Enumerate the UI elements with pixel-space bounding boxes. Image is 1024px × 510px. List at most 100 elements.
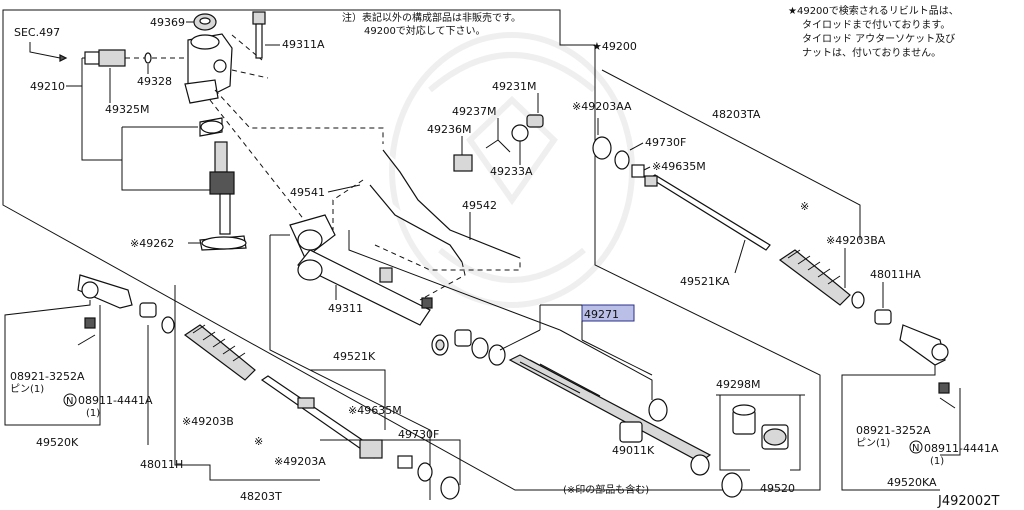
assembly-49200-outline [2,9,821,491]
label-49262: ※49262 [130,237,174,250]
nut-r [938,382,950,394]
label-49011K-sub: (※印の部品も含む) [563,483,649,496]
label-49200: ★49200 [592,40,637,53]
seal-3 [488,344,506,366]
clip-49203BA [851,291,865,309]
label-pin-r-2: ピン(1) [856,437,890,449]
asterisk-r: ※ [800,200,809,213]
label-49730F-r: 49730F [645,136,686,149]
label-49520K: 49520K [36,436,79,449]
label-49203A: ※49203A [274,455,326,468]
label-pin-r-1: 08921-3252A [856,424,931,437]
diagram-code: J492002T [937,494,999,509]
clamp-49203AA [592,136,612,160]
oring-49271a [648,398,668,422]
label-49521KA: 49521KA [680,275,730,288]
clip-49203B [161,316,175,334]
label-pin-l-1: 08921-3252A [10,370,85,383]
nut-l [84,317,96,329]
boot-49203B [183,324,256,381]
label-48011HA: 48011HA [870,268,921,281]
label-49541: 49541 [290,186,325,199]
label-49271[interactable]: 49271 [584,308,619,321]
lock-49635M-l [397,455,413,469]
clamp-49203A [440,476,460,500]
oring-49328 [144,52,152,64]
leader-49271 [499,304,583,351]
yoke-49236M [453,154,473,172]
pin-r [939,397,956,409]
pin-l [77,334,96,346]
label-n-r: N [912,443,919,454]
bracket-49210 [81,58,122,161]
bracket-48203TA [601,69,861,240]
inner-tie-rod-r [648,174,771,251]
cap-49231M [526,114,544,128]
label-48203T: 48203T [240,490,282,503]
label-nut-l-2: (1) [86,408,100,419]
leader-sec497 [29,42,61,59]
label-pin-l-2: ピン(1) [10,383,44,395]
n-circle-icon-l [63,393,77,407]
note-top-center-2: 49200で対応して下さい。 [364,24,486,37]
nut-48011H [139,302,157,318]
label-49203BA: ※49203BA [826,234,886,247]
note-top-right-2: タイロッドまで付いております。 [802,18,950,31]
label-49203AA: ※49203AA [572,100,632,113]
pipe-49541 [369,184,463,263]
label-49298M: 49298M [716,378,760,391]
label-49233A: 49233A [490,165,533,178]
ring-49730F-l [417,462,433,482]
label-49311: 49311 [328,302,363,315]
highlight-49271[interactable] [581,304,635,322]
label-49635M-l: ※49635M [348,404,402,417]
nut-49233A [511,124,529,142]
label-nut-r-2: (1) [930,456,944,467]
bolt-head-49311A [252,11,266,25]
label-49730F-l: 49730F [398,428,439,441]
label-49328: 49328 [137,75,172,88]
lock-49635M-r [631,164,645,178]
label-48011H: 48011H [140,458,183,471]
nut-48011HA [874,309,892,325]
label-48203TA: 48203TA [712,108,761,121]
label-49369: 49369 [150,16,185,29]
ring-49730F-r [614,150,630,170]
label-49236M: 49236M [427,123,471,136]
label-nut-r-1: 08911-4441A [924,442,999,455]
seal-49011K [721,472,743,498]
bolt-small [421,297,433,309]
label-nut-l-1: 08911-4441A [78,394,153,407]
note-top-center-1: 注）表記以外の構成部品は非販売です。 [342,11,521,24]
label-49011K: 49011K [612,444,655,457]
boot-49203BA [778,249,851,306]
label-49237M: 49237M [452,105,496,118]
asterisk-l: ※ [254,435,263,448]
label-49325M: 49325M [105,103,149,116]
label-49542: 49542 [462,199,497,212]
label-n-l: N [66,396,73,407]
note-top-right-4: ナットは、付いておりません。 [802,46,941,59]
arrow-icon [59,54,68,62]
pinion-shaft [219,193,231,235]
label-sec497: SEC.497 [14,26,60,39]
pinion-gear [214,141,228,173]
rack-49271 [508,354,712,463]
n-circle-icon [909,440,923,454]
label-49203B: ※49203B [182,415,234,428]
spring-49237M [485,139,511,153]
pipe-49542 [382,149,521,259]
label-49521K: 49521K [333,350,376,363]
label-49635M-r: ※49635M [652,160,706,173]
fitting-49325M [84,51,100,65]
label-49231M: 49231M [492,80,536,93]
label-49520KA: 49520KA [887,476,937,489]
bracket-48203T [174,285,320,481]
label-49210: 49210 [30,80,65,93]
rack-bushing [619,421,643,443]
note-top-right-3: タイロッド アウターソケット及び [802,33,955,45]
label-49311A: 49311A [282,38,325,51]
bolt-49311A [255,23,263,59]
note-top-right-1: ★49200で検索されるリビルト品は、 [788,4,959,17]
